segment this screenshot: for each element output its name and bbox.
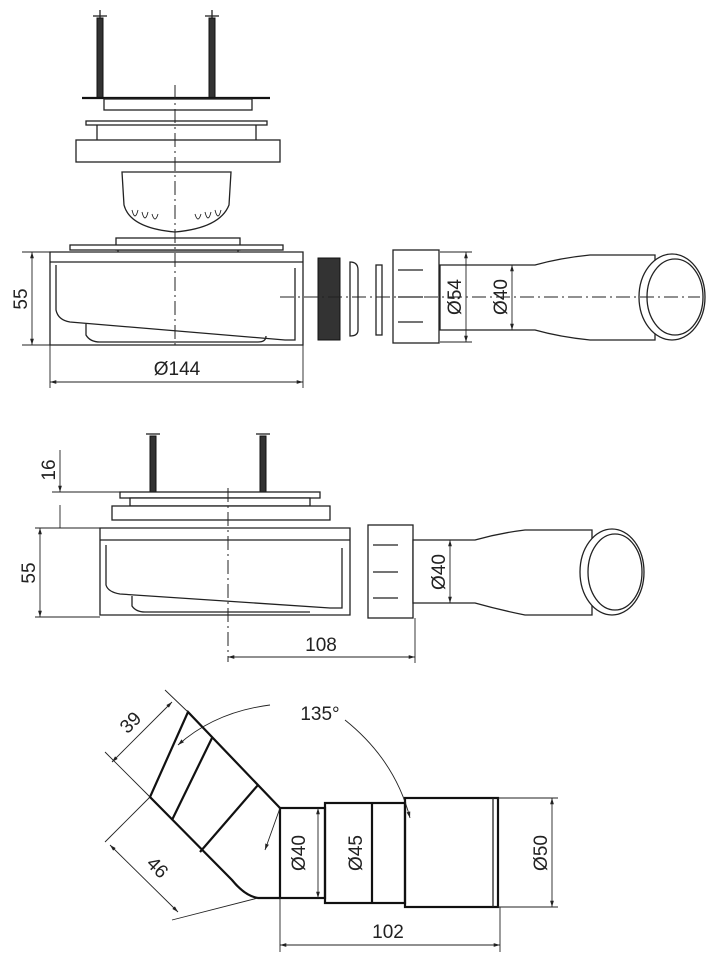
height-label: 55 [11,288,32,309]
elbow-body [148,710,281,900]
ring [85,120,268,126]
mid-diameter-label: Ø45 [346,835,367,871]
strainer [121,171,232,233]
screws [93,10,219,99]
length-b-label: 46 [142,853,172,883]
outlet-pipe [412,529,593,616]
large-diameter-label: Ø50 [531,835,552,871]
body-diameter-label: Ø144 [154,359,201,380]
small-diameter-label: Ø40 [289,835,310,871]
trap-body [99,527,351,616]
washer [375,264,383,336]
flange-height-label: 16 [39,459,60,480]
offset-label: 108 [305,635,337,656]
length-label: 102 [372,922,404,943]
angle-label: 135° [300,704,339,725]
height-label: 55 [19,562,40,583]
nut-diameter-label: Ø54 [445,279,466,315]
length-a-label: 39 [116,708,146,738]
thread [317,257,341,341]
pipe-diameter-label: Ø40 [429,554,450,590]
exploded-view: 55 Ø144 Ø54 Ø40 [11,10,706,388]
elbow-view: 39 46 135° Ø40 Ø45 Ø50 102 [104,689,558,952]
assembled-view: 16 55 108 Ø40 [19,433,645,663]
pipe-diameter-label: Ø40 [491,279,512,315]
